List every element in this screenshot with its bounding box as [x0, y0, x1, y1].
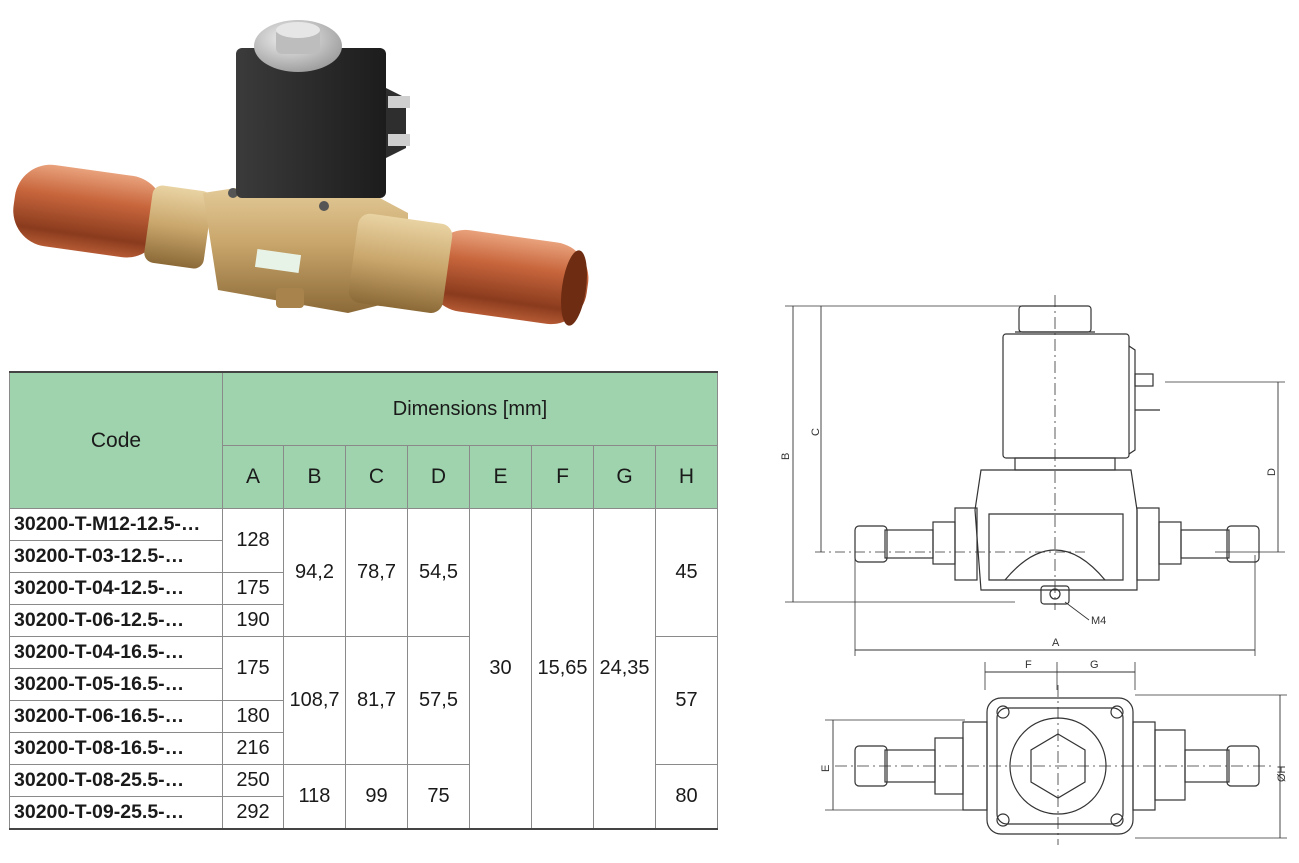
dimensions-header: Dimensions [mm] [222, 371, 718, 446]
c-cell: 99 [345, 764, 408, 830]
a-cell: 180 [222, 700, 284, 733]
label-f: F [1025, 659, 1032, 671]
col-header-a: A [222, 445, 284, 509]
d-cell: 75 [407, 764, 470, 830]
label-b: B [780, 453, 792, 460]
brass-body [144, 173, 453, 313]
code-cell: 30200-T-09-25.5-… [9, 796, 223, 830]
b-cell: 94,2 [283, 508, 346, 637]
table-row: 30200-T-09-25.5-… 292 [9, 796, 718, 830]
label-c: C [810, 428, 822, 436]
table-row: 30200-T-04-16.5-… 175 108,7 81,7 57,5 57 [9, 636, 718, 765]
col-header-f: F [531, 445, 594, 509]
h-cell: 45 [655, 508, 718, 637]
code-cell: 30200-T-05-16.5-… [9, 668, 223, 701]
col-header-b: B [283, 445, 346, 509]
dimensions-table: Code Dimensions [mm] A B C D E F G H 302… [9, 371, 718, 830]
label-g: G [1090, 659, 1099, 671]
a-cell: 175 [222, 636, 284, 701]
table-row: 30200-T-08-16.5-… 216 [9, 732, 718, 765]
table-row: 30200-T-04-12.5-… 175 [9, 572, 718, 605]
col-header-e: E [469, 445, 532, 509]
h-cell: 57 [655, 636, 718, 765]
valve-photo [13, 20, 589, 326]
code-cell: 30200-T-08-16.5-… [9, 732, 223, 765]
right-copper-pipe [427, 229, 589, 326]
a-cell: 128 [222, 508, 284, 573]
table-row: 30200-T-05-16.5-… [9, 668, 718, 701]
code-cell: 30200-T-06-16.5-… [9, 700, 223, 733]
solenoid-coil [236, 48, 410, 198]
d-cell: 54,5 [407, 508, 470, 637]
code-cell: 30200-T-04-12.5-… [9, 572, 223, 605]
code-cell: 30200-T-M12-12.5-… [9, 508, 223, 541]
h-cell: 80 [655, 764, 718, 830]
code-cell: 30200-T-03-12.5-… [9, 540, 223, 573]
c-cell: 78,7 [345, 508, 408, 637]
col-header-h: H [655, 445, 718, 509]
e-cell: 30 [469, 508, 532, 830]
col-header-g: G [593, 445, 656, 509]
g-cell: 24,35 [593, 508, 656, 830]
code-cell: 30200-T-04-16.5-… [9, 636, 223, 669]
table-row: 30200-T-M12-12.5-… 128 94,2 78,7 54,5 30… [9, 508, 718, 830]
side-view: B C D A [780, 295, 1285, 656]
label-a: A [1052, 637, 1060, 649]
top-nut [254, 20, 342, 72]
b-cell: 108,7 [283, 636, 346, 765]
code-cell: 30200-T-08-25.5-… [9, 764, 223, 797]
label-m4: M4 [1091, 615, 1106, 627]
a-cell: 190 [222, 604, 284, 637]
technical-drawing: B C D A [780, 295, 1288, 845]
a-cell: 250 [222, 764, 284, 797]
c-cell: 81,7 [345, 636, 408, 765]
a-cell: 292 [222, 796, 284, 830]
label-e: E [820, 765, 832, 772]
col-header-c: C [345, 445, 408, 509]
top-view: F G E ØH [820, 659, 1288, 845]
a-cell: 175 [222, 572, 284, 605]
col-header-d: D [407, 445, 470, 509]
label-d: D [1266, 468, 1278, 476]
b-cell: 118 [283, 764, 346, 830]
left-copper-pipe [13, 164, 164, 258]
table-row: 30200-T-06-12.5-… 190 [9, 604, 718, 637]
code-cell: 30200-T-06-12.5-… [9, 604, 223, 637]
table-row: 30200-T-03-12.5-… [9, 540, 718, 573]
d-cell: 57,5 [407, 636, 470, 765]
code-header: Code [9, 371, 223, 509]
label-h: ØH [1276, 765, 1288, 782]
table-row: 30200-T-08-25.5-… 250 118 99 75 80 [9, 764, 718, 830]
a-cell: 216 [222, 732, 284, 765]
f-cell: 15,65 [531, 508, 594, 830]
